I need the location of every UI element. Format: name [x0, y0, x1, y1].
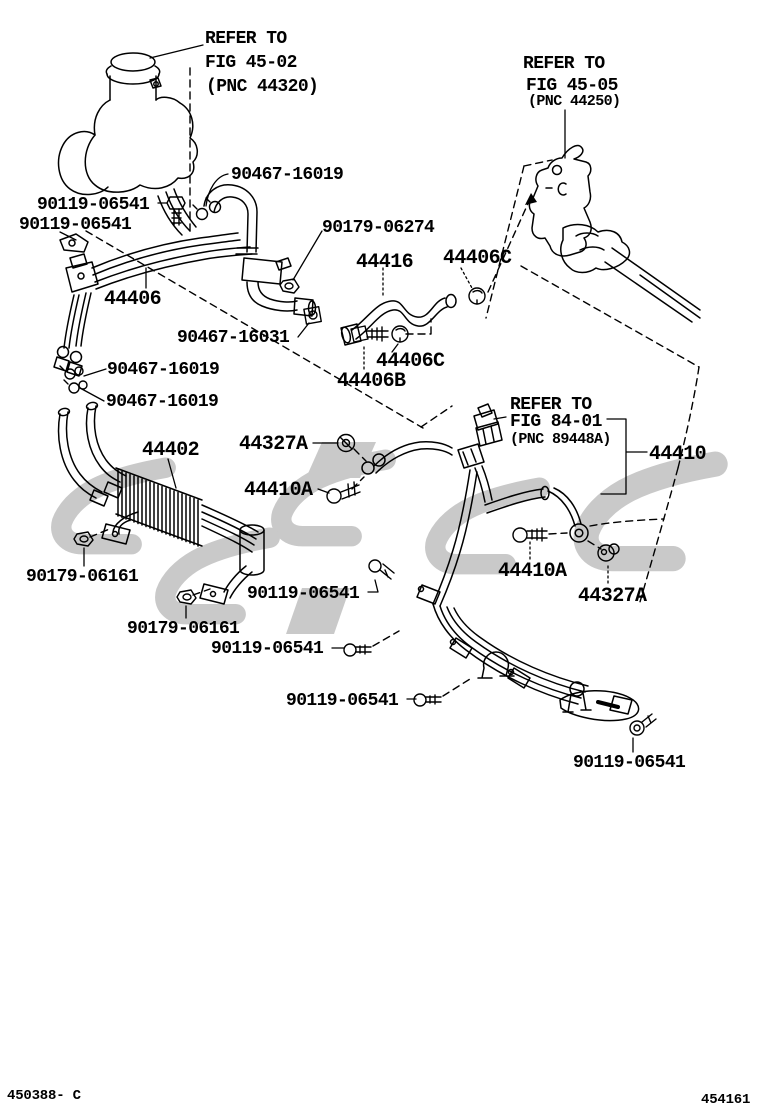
part-label-90467-16019-a: 90467-16019 — [231, 165, 344, 185]
part-label-44406C-a: 44406C — [443, 247, 512, 270]
part-label-90119-06541-d: 90119-06541 — [211, 639, 324, 659]
refer-callout-fig4505-line2: FIG 45-05 — [526, 76, 618, 96]
part-label-44410: 44410 — [649, 443, 707, 466]
part-label-90179-06161-a: 90179-06161 — [26, 567, 139, 587]
part-label-44410A-b: 44410A — [498, 560, 567, 583]
part-label-44416: 44416 — [356, 251, 414, 274]
part-label-90119-06541-f: 90119-06541 — [573, 753, 686, 773]
steering-gear-sketch — [528, 144, 701, 323]
part-label-44327A-b: 44327A — [578, 585, 647, 608]
refer-callout-fig8401-line1: REFER TO — [510, 395, 592, 415]
part-label-44406B: 44406B — [337, 370, 406, 393]
part-label-90119-06541-e: 90119-06541 — [286, 691, 399, 711]
part-label-90119-06541-b: 90119-06541 — [19, 215, 132, 235]
part-label-90119-06541-c: 90119-06541 — [247, 584, 360, 604]
refer-callout-fig4502-line3: (PNC 44320) — [206, 77, 319, 97]
part-label-44406: 44406 — [104, 288, 162, 311]
dashed-guides — [85, 67, 700, 697]
drawing-code: 450388- C — [7, 1088, 81, 1104]
part-label-90467-16031: 90467-16031 — [177, 328, 290, 348]
refer-callout-fig8401-line2: FIG 84-01 — [510, 412, 602, 432]
refer-callout-fig4505-line1: REFER TO — [523, 54, 605, 74]
leader-lines — [59, 44, 648, 753]
fasteners — [59, 196, 657, 736]
part-label-44327A-a: 44327A — [239, 433, 308, 456]
part-label-44410A-a: 44410A — [244, 479, 313, 502]
reservoir-sketch — [57, 52, 198, 196]
part-label-90179-06161-b: 90179-06161 — [127, 619, 240, 639]
watermark — [51, 442, 728, 634]
part-label-90179-06274: 90179-06274 — [322, 218, 435, 238]
refer-callout-fig4505-line3: (PNC 44250) — [528, 93, 621, 110]
oil-cooler-44402 — [57, 401, 265, 605]
part-label-90119-06541-a: 90119-06541 — [37, 195, 150, 215]
refer-callout-fig8401-line3: (PNC 89448A) — [510, 431, 611, 448]
hose-44416 — [340, 293, 457, 346]
part-label-44402: 44402 — [142, 439, 200, 462]
part-label-90467-16019-c: 90467-16019 — [106, 392, 219, 412]
part-label-90467-16019-b: 90467-16019 — [107, 360, 220, 380]
part-label-44406C-b: 44406C — [376, 350, 445, 373]
refer-callout-fig4502-line1: REFER TO — [205, 29, 287, 49]
refer-callout-fig4502-line2: FIG 45-02 — [205, 53, 297, 73]
pressure-switch — [457, 403, 503, 469]
return-tube-44410 — [361, 441, 640, 722]
figure-number: 454161 — [701, 1092, 751, 1108]
